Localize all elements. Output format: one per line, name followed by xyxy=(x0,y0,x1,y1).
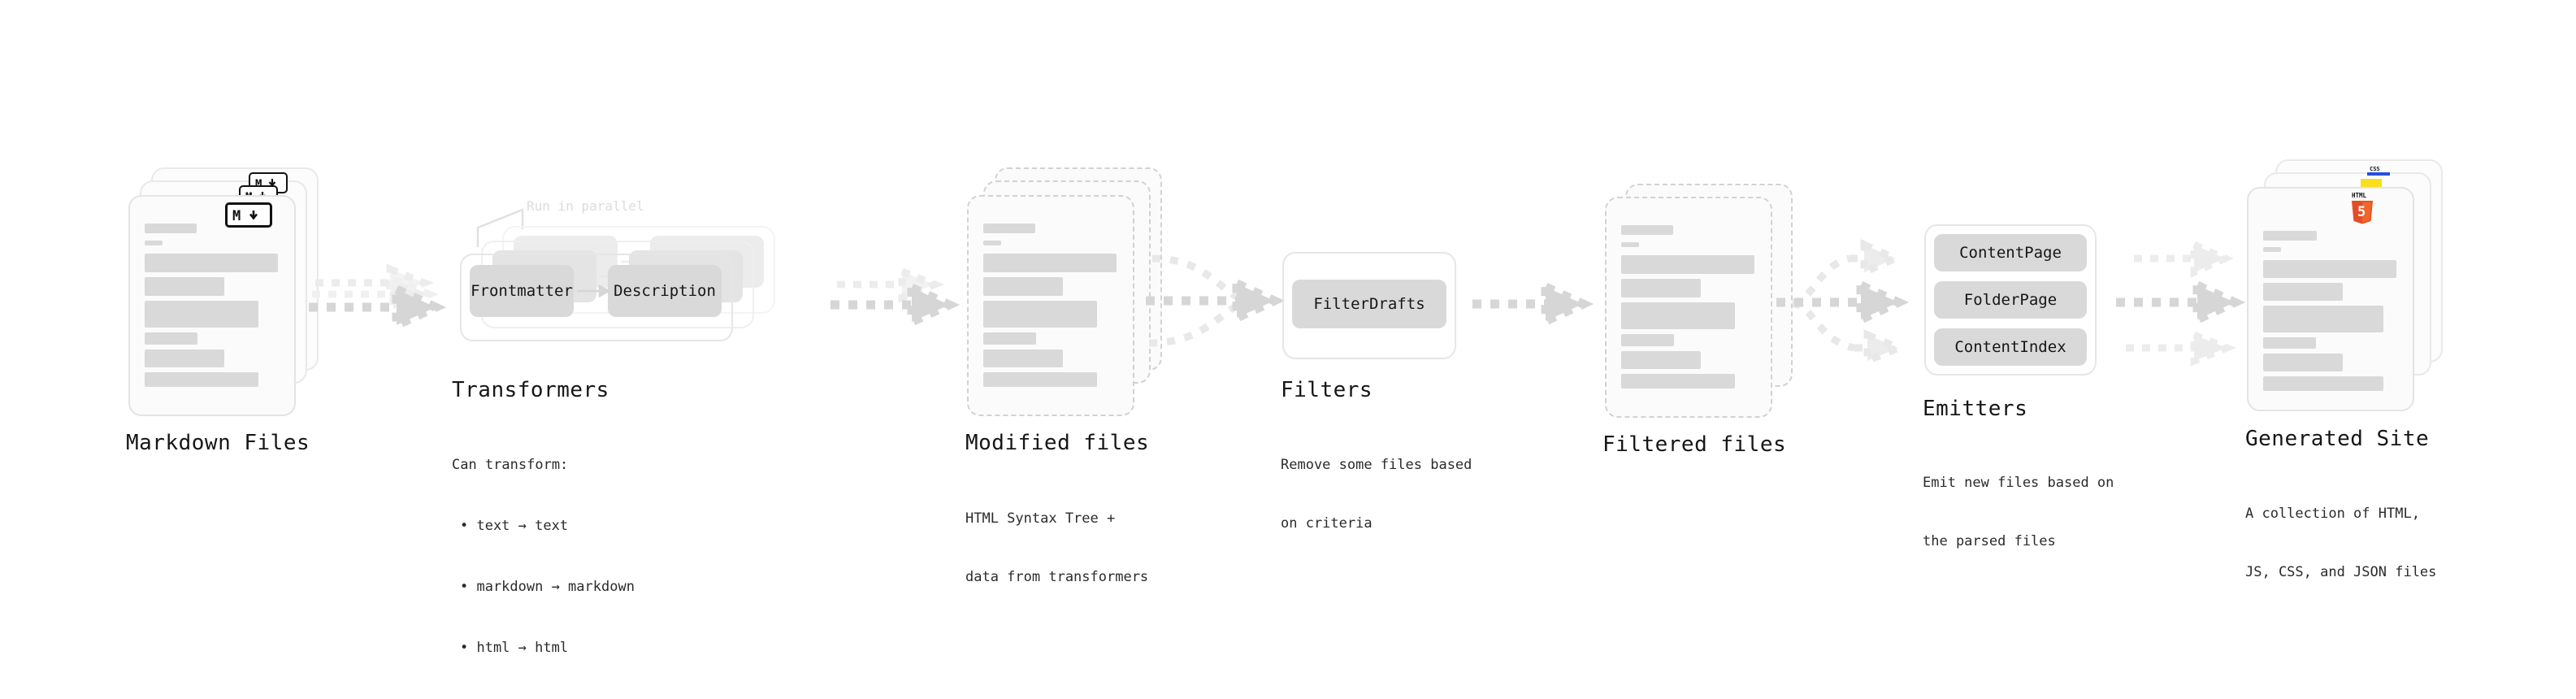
transformer-arrow xyxy=(577,284,611,298)
arrow-group-5-fanout xyxy=(1776,239,1910,367)
skeleton-line-3 xyxy=(2263,306,2383,332)
svg-text:CSS: CSS xyxy=(2370,166,2380,172)
transformer-chip-description[interactable]: Description xyxy=(608,265,722,317)
emitters-sub-line-0: Emit new files based on xyxy=(1923,475,2114,491)
skeleton-heading xyxy=(1621,225,1673,235)
skeleton-line-5 xyxy=(145,350,224,367)
skeleton-line-4 xyxy=(2263,337,2316,349)
skeleton-line-3 xyxy=(1621,302,1735,329)
markdown-badge: M xyxy=(225,202,272,228)
caption-title-markdown-files: Markdown Files xyxy=(126,431,310,455)
filters-sub-line-0: Remove some files based xyxy=(1281,457,1472,473)
run-in-parallel-bracket xyxy=(476,208,524,247)
generated-site-sub-line-0: A collection of HTML, xyxy=(2245,506,2420,522)
skeleton-line-6 xyxy=(983,372,1097,387)
skeleton-line-4 xyxy=(1621,334,1674,346)
caption-title-generated-site: Generated Site xyxy=(2245,427,2430,451)
css-badge: CSS xyxy=(2367,166,2390,176)
modified-files-sub-line-1: data from transformers xyxy=(965,569,1149,585)
skeleton-subheading xyxy=(145,241,163,245)
skeleton-line-5 xyxy=(2263,354,2343,371)
skeleton-heading xyxy=(2263,231,2317,241)
markdown-file-card xyxy=(128,195,296,416)
skeleton-line-6 xyxy=(1621,374,1735,389)
skeleton-line-5 xyxy=(983,350,1063,367)
skeleton-line-2 xyxy=(983,277,1063,296)
filters-box xyxy=(1282,252,1456,359)
html5-badge-label: HTML xyxy=(2352,192,2367,199)
arrow-group-2 xyxy=(830,266,961,329)
emitters-box xyxy=(1924,224,2097,376)
svg-text:5: 5 xyxy=(2357,204,2366,220)
caption-title-emitters: Emitters xyxy=(1923,397,2028,421)
skeleton-line-1 xyxy=(145,254,278,272)
diagram-canvas: M M M Markdown xyxy=(126,159,2443,656)
caption-sub-modified-files: HTML Syntax Tree + data from transformer… xyxy=(965,470,1148,626)
skeleton-line-3 xyxy=(983,301,1097,328)
skeleton-line-2 xyxy=(145,277,224,296)
modified-files-sub-line-0: HTML Syntax Tree + xyxy=(965,510,1116,527)
generated-site-sub-line-1: JS, CSS, and JSON files xyxy=(2245,564,2437,580)
skeleton-heading xyxy=(145,224,197,233)
caption-title-modified-files: Modified files xyxy=(965,431,1150,455)
transformer-box xyxy=(460,254,733,341)
filters-chip-filterdrafts[interactable]: FilterDrafts xyxy=(1292,280,1446,328)
skeleton-heading xyxy=(983,224,1035,233)
modified-file-card xyxy=(967,195,1134,416)
skeleton-line-4 xyxy=(145,332,197,345)
emitters-chip-contentpage[interactable]: ContentPage xyxy=(1934,234,2087,271)
html5-badge: HTML 5 xyxy=(2352,192,2373,224)
skeleton-line-2 xyxy=(2263,283,2343,301)
caption-sub-filters: Remove some files based on criteria xyxy=(1281,416,1472,572)
skeleton-subheading xyxy=(1621,242,1639,247)
caption-sub-emitters: Emit new files based on the parsed files xyxy=(1923,434,2114,590)
caption-sub-generated-site: A collection of HTML, JS, CSS, and JSON … xyxy=(2245,465,2436,621)
generated-file-card xyxy=(2247,187,2414,411)
caption-sub-transformers: Can transform: • text → text • markdown … xyxy=(452,415,635,699)
transformers-sub-line-1: • text → text xyxy=(460,518,569,534)
transformers-sub-line-2: • markdown → markdown xyxy=(460,579,635,595)
emitters-chip-folderpage[interactable]: FolderPage xyxy=(1934,281,2087,319)
svg-text:M: M xyxy=(232,208,241,224)
transformers-sub-line-0: Can transform: xyxy=(452,457,569,473)
emitters-sub-line-1: the parsed files xyxy=(1923,533,2056,549)
skeleton-line-3 xyxy=(145,301,258,328)
transformers-sub-line-3: • html → html xyxy=(460,640,569,656)
filters-sub-line-1: on criteria xyxy=(1281,515,1373,532)
skeleton-line-4 xyxy=(983,332,1036,345)
caption-title-transformers: Transformers xyxy=(452,378,609,402)
skeleton-line-1 xyxy=(1621,255,1754,274)
skeleton-line-5 xyxy=(1621,351,1701,369)
skeleton-subheading xyxy=(2263,247,2281,252)
arrow-group-3-merge xyxy=(1146,254,1286,347)
arrow-group-1 xyxy=(309,263,447,332)
skeleton-line-6 xyxy=(145,372,258,387)
skeleton-line-1 xyxy=(2263,260,2396,278)
skeleton-line-2 xyxy=(1621,279,1701,297)
arrow-group-4 xyxy=(1472,280,1594,328)
emitters-chip-contentindex[interactable]: ContentIndex xyxy=(1934,328,2087,366)
skeleton-line-1 xyxy=(983,254,1117,272)
filtered-file-card xyxy=(1605,197,1772,418)
caption-title-filters: Filters xyxy=(1281,378,1373,402)
skeleton-line-6 xyxy=(2263,376,2383,391)
skeleton-subheading xyxy=(983,241,1001,245)
transformer-chip-frontmatter[interactable]: Frontmatter xyxy=(470,265,574,317)
run-in-parallel-label: Run in parallel xyxy=(527,198,644,214)
caption-title-filtered-files: Filtered files xyxy=(1602,432,1787,457)
arrow-group-6 xyxy=(2116,239,2246,367)
svg-text:M: M xyxy=(255,178,262,191)
